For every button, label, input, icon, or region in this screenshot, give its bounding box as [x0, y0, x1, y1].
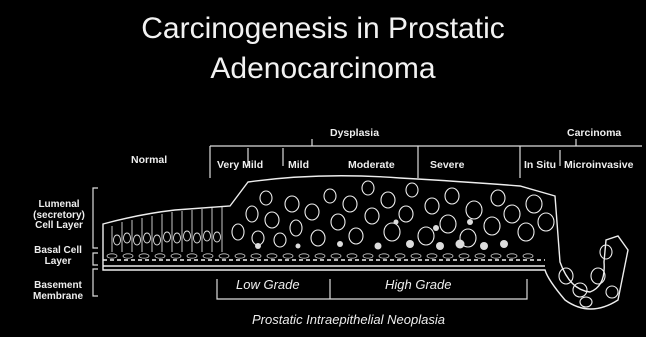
- label-mild: Mild: [288, 160, 309, 171]
- label-basement-membrane: Basement Membrane: [26, 281, 90, 302]
- label-high-grade: High Grade: [385, 279, 451, 290]
- label-severe: Severe: [430, 160, 464, 171]
- basal-bracket: [93, 253, 98, 265]
- label-in-situ: In Situ: [524, 160, 556, 171]
- basal-cells: [107, 254, 533, 258]
- label-basal-line-1: Basal Cell: [26, 246, 90, 257]
- label-basement-line-1: Basement: [26, 281, 90, 292]
- label-carcinoma: Carcinoma: [567, 128, 621, 139]
- label-basal-line-2: Layer: [26, 257, 90, 268]
- label-normal: Normal: [131, 155, 167, 166]
- basement-bracket: [93, 269, 98, 296]
- label-basal-layer: Basal Cell Layer: [26, 246, 90, 267]
- label-luminal-line-1: Lumenal: [28, 200, 90, 211]
- label-pin: Prostatic Intraepithelial Neoplasia: [252, 314, 445, 325]
- label-low-grade: Low Grade: [236, 279, 300, 290]
- label-microinvasive: Microinvasive: [564, 160, 633, 171]
- label-very-mild: Very Mild: [217, 160, 263, 171]
- label-basement-line-2: Membrane: [26, 292, 90, 303]
- luminal-bracket: [93, 188, 98, 248]
- normal-cells: [112, 207, 222, 252]
- label-luminal-layer: Lumenal (secretory) Cell Layer: [28, 200, 90, 232]
- label-dysplasia: Dysplasia: [330, 128, 379, 139]
- label-luminal-line-3: Cell Layer: [28, 221, 90, 232]
- label-moderate: Moderate: [348, 160, 395, 171]
- dysplasia-bracket: [210, 139, 642, 146]
